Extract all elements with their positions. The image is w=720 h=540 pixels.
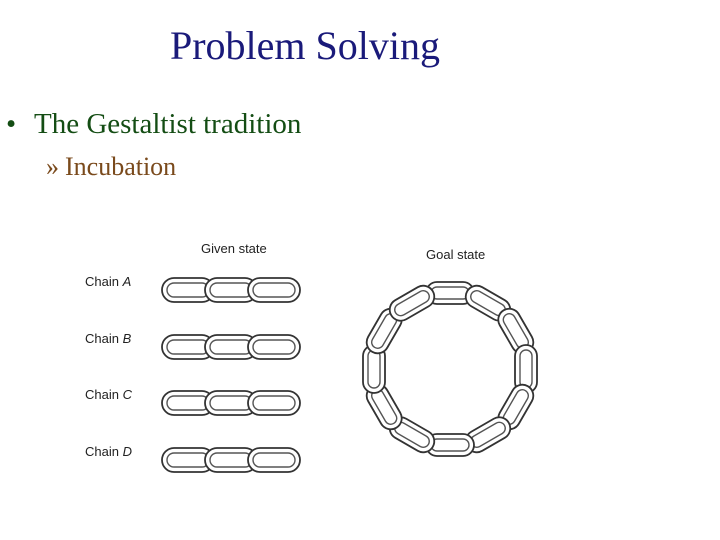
chain-link [247, 277, 301, 303]
chain-label: Chain C [85, 387, 133, 402]
sub-bullet-marker: » [46, 152, 59, 181]
chain-word: Chain [85, 444, 123, 459]
chain-label: Chain B [85, 331, 132, 346]
chain-word: Chain [85, 387, 123, 402]
chain-link [161, 447, 215, 473]
bullet-item: • The Gestaltist tradition [6, 108, 301, 141]
chain-a [161, 277, 301, 303]
sub-bullet-text: Incubation [65, 152, 177, 181]
ring-link [514, 344, 538, 394]
bullet-text: The Gestaltist tradition [34, 108, 302, 140]
chain-label: Chain A [85, 274, 131, 289]
chain-c [161, 390, 301, 416]
ring-link [425, 433, 475, 457]
goal-ring-necklace [362, 281, 538, 457]
chain-letter: A [122, 274, 132, 289]
chain-link [247, 390, 301, 416]
chain-word: Chain [85, 274, 123, 289]
chain-word: Chain [85, 331, 123, 346]
chain-label: Chain D [85, 444, 132, 459]
chain-b [161, 334, 301, 360]
chain-d [161, 447, 301, 473]
bullet-dot: • [6, 108, 17, 140]
goal-state-label: Goal state [426, 247, 485, 262]
ring-link [388, 284, 436, 322]
chain-link [161, 334, 215, 360]
chain-letter: D [123, 444, 132, 459]
given-chains [161, 277, 301, 473]
chain-letter: C [123, 387, 133, 402]
slide-title: Problem Solving [169, 23, 441, 68]
sub-bullet-item: »Incubation [46, 152, 176, 182]
chain-link [204, 390, 258, 416]
given-state-label: Given state [201, 241, 267, 256]
chain-link [247, 334, 301, 360]
chain-link [161, 390, 215, 416]
chain-letter: B [123, 331, 132, 346]
chain-link [247, 447, 301, 473]
